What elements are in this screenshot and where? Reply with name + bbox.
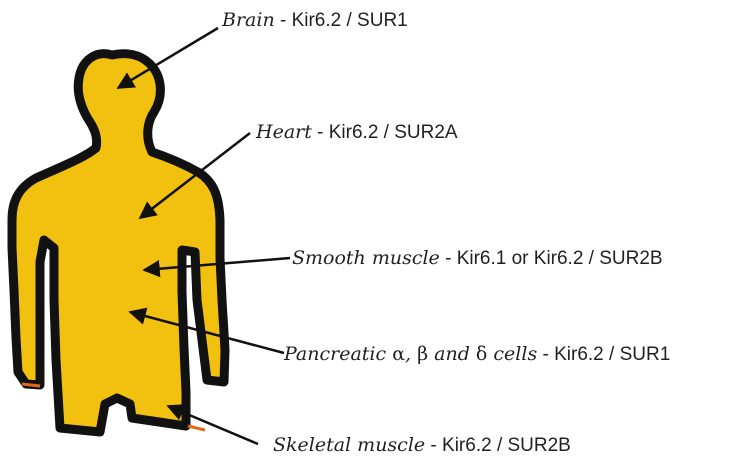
foot-accent-right [188, 426, 205, 430]
tissue-pancreatic-3: and [428, 343, 476, 365]
tissue-heart: Heart [255, 121, 312, 143]
tissue-pancreatic-1: Pancreatic [283, 343, 392, 365]
tissue-pancreatic-4: cells [487, 343, 537, 365]
label-heart: Heart - Kir6.2 / SUR2A [255, 121, 458, 143]
channel-smooth-muscle: Kir6.1 or Kir6.2 / SUR2B [457, 248, 663, 269]
sep-heart: - [312, 122, 329, 143]
human-body-silhouette [12, 54, 225, 432]
sep-skeletal-muscle: - [425, 435, 442, 456]
tissue-skeletal-muscle: Skeletal muscle [273, 434, 425, 456]
label-smooth-muscle: Smooth muscle - Kir6.1 or Kir6.2 / SUR2B [292, 247, 663, 269]
label-brain: Brain - Kir6.2 / SUR1 [221, 9, 408, 31]
sep-pancreatic: - [537, 344, 554, 365]
label-skeletal-muscle: Skeletal muscle - Kir6.2 / SUR2B [273, 434, 571, 456]
tissue-pancreatic-2: , [405, 343, 417, 365]
tissue-brain: Brain [221, 9, 275, 31]
tissue-pancreatic-beta: β [417, 343, 428, 365]
foot-accent-left [22, 384, 40, 386]
channel-heart: Kir6.2 / SUR2A [329, 122, 458, 143]
tissue-pancreatic-alpha: α [392, 343, 405, 365]
channel-skeletal-muscle: Kir6.2 / SUR2B [442, 435, 571, 456]
tissue-pancreatic-delta: δ [476, 343, 487, 365]
channel-brain: Kir6.2 / SUR1 [292, 10, 408, 31]
channel-pancreatic: Kir6.2 / SUR1 [554, 344, 670, 365]
sep-smooth-muscle: - [440, 248, 457, 269]
label-pancreatic: Pancreatic α, β and δ cells - Kir6.2 / S… [283, 343, 670, 365]
body-shape [12, 54, 225, 432]
tissue-smooth-muscle: Smooth muscle [292, 247, 440, 269]
sep-brain: - [275, 10, 292, 31]
